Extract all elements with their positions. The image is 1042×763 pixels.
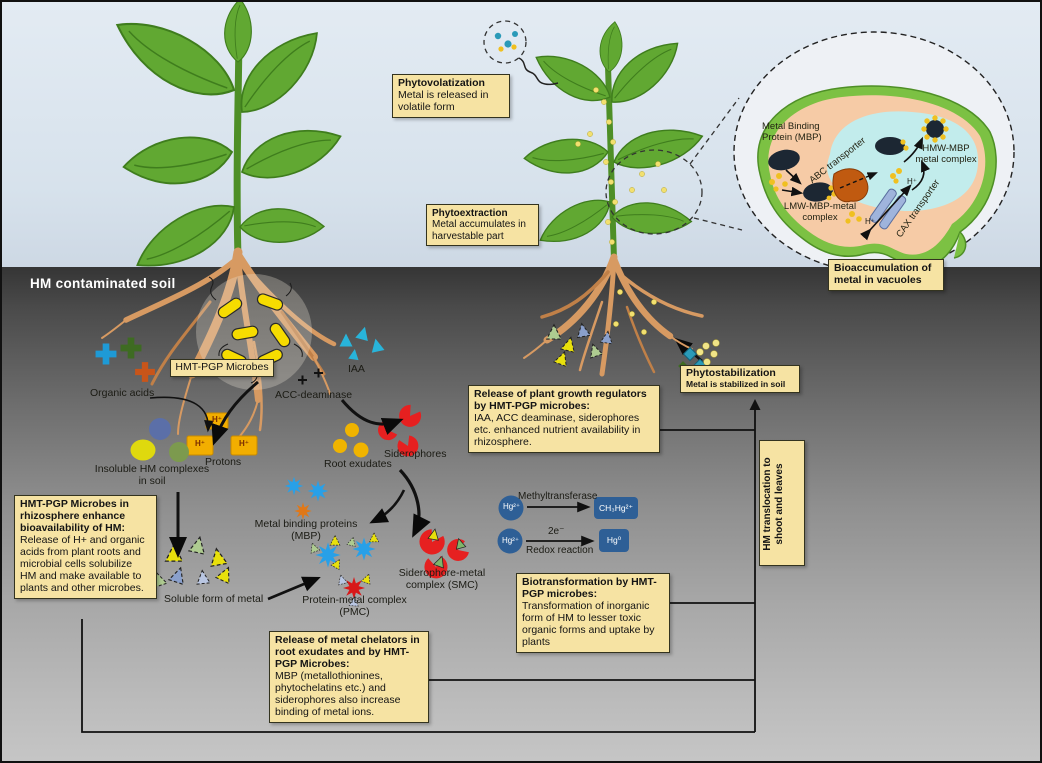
mbp-protein bbox=[768, 149, 800, 171]
phytoextraction-box: Phytoextraction Metal accumulates in har… bbox=[426, 204, 539, 247]
hg-ion-1: Hg²⁺ bbox=[502, 502, 521, 511]
biotransformation-box: Biotransformation by HMT-PGP microbes: T… bbox=[516, 573, 670, 653]
cell-arrows bbox=[781, 136, 931, 241]
iaa-icons bbox=[339, 325, 385, 361]
hg-reactions bbox=[497, 495, 638, 554]
hm-metal-icons bbox=[95, 337, 155, 382]
cell-inset bbox=[733, 31, 1015, 284]
hmw-complex bbox=[921, 115, 949, 143]
redox-label: Redox reaction bbox=[526, 545, 594, 556]
soluble-metal-icons bbox=[150, 534, 236, 588]
protons-label: Protons bbox=[205, 456, 242, 468]
proton-h-2: H⁺ bbox=[195, 439, 205, 448]
left-plant bbox=[108, 2, 346, 277]
hm-translocation-label: HM translocation to shoot and leaves bbox=[762, 457, 785, 551]
bioavailability-box: HMT-PGP Microbes in rhizosphere enhance … bbox=[14, 495, 157, 599]
hmw-complex-label: HMW-MBP metal complex bbox=[915, 143, 977, 165]
abc-transporter-protein bbox=[832, 168, 869, 203]
metal-dots-on-plant bbox=[575, 87, 667, 335]
hg-ion-2: Hg²⁺ bbox=[501, 536, 520, 545]
growth-regulators-box: Release of plant growth regulators by HM… bbox=[468, 385, 660, 453]
siderophores-label: Siderophores bbox=[384, 448, 447, 460]
insoluble-hm-label: Insoluble HM complexes in soil bbox=[94, 463, 210, 487]
lmw-complex-label: LMW-MBP-metal complex bbox=[783, 201, 857, 223]
insoluble-hm-icons bbox=[130, 418, 189, 462]
metal-ion-dots bbox=[769, 168, 902, 224]
proton-h-1: H⁺ bbox=[212, 415, 222, 424]
hm-translocation-box: HM translocation to shoot and leaves bbox=[759, 440, 805, 566]
magnified-region-link bbox=[605, 97, 743, 235]
electrons-label: 2e⁻ bbox=[548, 526, 565, 537]
root-exudate-icons bbox=[333, 423, 369, 458]
proton-h-3: H⁺ bbox=[239, 439, 249, 448]
connector-lines bbox=[81, 399, 761, 733]
elemental-product: Hg⁰ bbox=[606, 535, 622, 545]
middle-plant bbox=[522, 19, 706, 261]
phytostabilization-box: Phytostabilization Metal is stabilized i… bbox=[680, 365, 800, 393]
pmc-label: Protein-metal complex(PMC) bbox=[302, 594, 407, 618]
middle-plant-roots bbox=[523, 253, 704, 377]
soluble-metal-label: Soluble form of metal bbox=[164, 593, 264, 605]
mbp-label: Metal binding proteins (MBP) bbox=[254, 518, 358, 542]
methyltransferase-label: Methyltransferase bbox=[518, 491, 598, 502]
volatile-release bbox=[483, 20, 559, 86]
proton-icons bbox=[186, 412, 258, 456]
vacuole-complex bbox=[875, 137, 905, 155]
organic-acids-label: Organic acids bbox=[90, 387, 155, 399]
stabilized-metal-icons bbox=[678, 339, 720, 372]
acc-deaminase-icons bbox=[298, 368, 323, 385]
metal-chelators-box: Release of metal chelators in root exuda… bbox=[269, 631, 429, 723]
lmw-complex bbox=[803, 182, 833, 202]
cax-h-top: H⁺ bbox=[907, 177, 917, 186]
soil-surface-label: HM contaminated soil bbox=[30, 276, 176, 291]
bioaccumulation-box: Bioaccumulation of metal in vacuoles bbox=[828, 259, 944, 291]
cax-h-bottom: H⁺ bbox=[865, 217, 875, 226]
mbp-protein-icons bbox=[284, 476, 329, 520]
acc-deaminase-label: ACC-deaminase bbox=[275, 389, 353, 401]
methyl-product: CH₃Hg²⁺ bbox=[599, 503, 633, 513]
vacuole-mbp-label: Metal Binding Protein (MBP) bbox=[762, 121, 822, 143]
root-exudates-label: Root exudates bbox=[324, 458, 392, 470]
phytovolatization-box: Phytovolatization Metal is released in v… bbox=[392, 74, 510, 118]
iaa-label: IAA bbox=[348, 363, 365, 375]
hmt-microbes-box: HMT-PGP Microbes bbox=[170, 359, 274, 377]
